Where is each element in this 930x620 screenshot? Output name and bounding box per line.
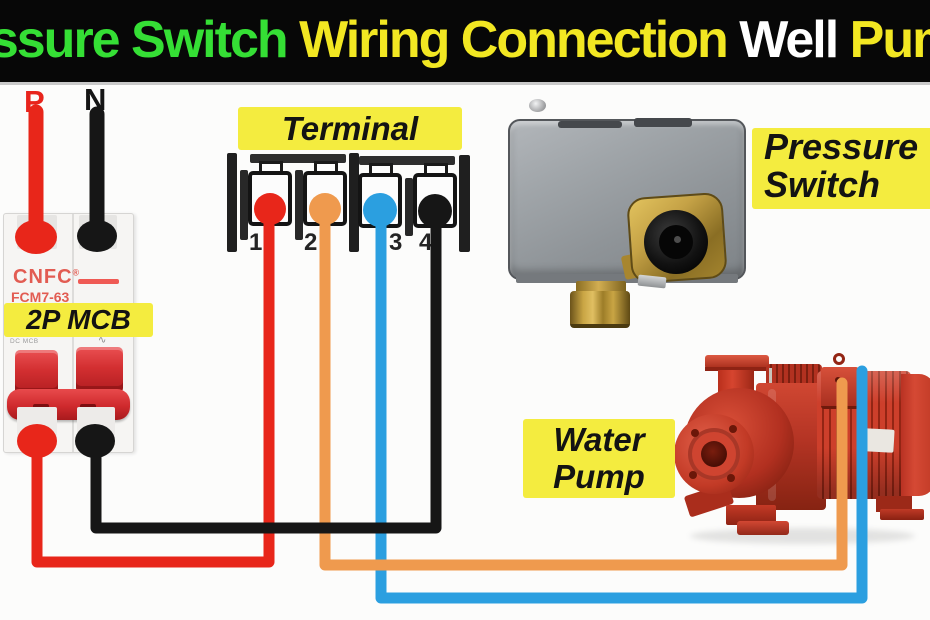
- title-word-pressure-switch: Pressure Switch: [0, 11, 289, 69]
- page-title: Pressure Switch Wiring Connection Well P…: [0, 0, 930, 80]
- title-word-well: Well: [726, 11, 839, 69]
- pump-bolt: [691, 429, 699, 437]
- switch-hex-nut: [570, 291, 630, 328]
- title-word-wiring-connection: Wiring Connection: [286, 11, 729, 69]
- pump-bolt: [729, 425, 737, 433]
- water-pump-label: Water Pump: [523, 419, 675, 498]
- pole-label-live: P: [24, 84, 45, 119]
- pump-hub: [701, 441, 727, 467]
- pump-junction-screw: [835, 377, 841, 383]
- pressure-switch-label-line1: Pressure: [764, 126, 919, 167]
- pressure-switch-label: Pressure Switch: [752, 128, 930, 209]
- terminal-bar-short: [405, 178, 413, 236]
- terminal-pair-bar: [359, 156, 455, 165]
- terminal-number-4: 4: [419, 229, 433, 256]
- terminal-bar: [227, 153, 237, 252]
- water-pump-label-line2: Pump: [553, 458, 645, 495]
- mcb-fineprint: DC MCB: [10, 338, 39, 345]
- title-word-pump: Pump: [849, 11, 930, 69]
- mcb-toggle-right[interactable]: [76, 347, 123, 393]
- terminal-number-1: 1: [249, 229, 263, 256]
- pole-label-neutral: N: [84, 82, 107, 117]
- terminal-bar-short: [240, 170, 248, 240]
- title-banner: Pressure Switch Wiring Connection Well P…: [0, 0, 930, 85]
- terminal-bar: [349, 153, 359, 252]
- water-pump-label-line1: Water: [553, 421, 645, 458]
- terminal-4[interactable]: [413, 173, 457, 228]
- pump-bolt: [727, 474, 735, 482]
- pump-motor-foot-pad: [880, 509, 924, 520]
- mcb-red-indicator: [78, 279, 119, 284]
- pump-shadow: [690, 528, 915, 544]
- pump-front-foot-pad: [737, 521, 789, 535]
- terminal-3[interactable]: [358, 173, 402, 228]
- switch-screw-icon: [529, 99, 546, 112]
- terminal-label: Terminal: [238, 107, 462, 150]
- terminal-bar-short: [295, 170, 303, 240]
- mcb-bottom-terminal-right: [77, 407, 115, 443]
- mcb-top-terminal-right: [79, 215, 117, 249]
- pressure-switch-label-line2: Switch: [764, 164, 881, 205]
- terminal-number-2: 2: [304, 229, 318, 256]
- pump-eyebolt-icon: [833, 353, 845, 365]
- pump-bolt: [689, 471, 697, 479]
- switch-clip: [637, 274, 667, 289]
- mcb-bottom-terminal-left: [17, 407, 57, 443]
- switch-port-dot: [674, 236, 681, 243]
- terminal-1[interactable]: [248, 171, 292, 226]
- mcb-top-terminal-left: [17, 215, 57, 249]
- pump-nameplate: [863, 428, 895, 453]
- terminal-bar: [459, 155, 470, 252]
- mcb-label: 2P MCB: [4, 303, 153, 337]
- terminal-2[interactable]: [303, 171, 347, 226]
- pump-junction-box: [821, 367, 859, 409]
- mcb-brand-text: CNFC®: [13, 266, 81, 288]
- terminal-number-3: 3: [389, 229, 403, 256]
- black-wire-mcb-to-terminal4: [90, 206, 442, 534]
- terminal-pair-bar: [250, 154, 346, 163]
- switch-top-vent: [634, 118, 692, 127]
- pump-motor-foot: [876, 496, 912, 512]
- pump-end-cap: [901, 374, 930, 496]
- switch-top-vent: [558, 121, 622, 128]
